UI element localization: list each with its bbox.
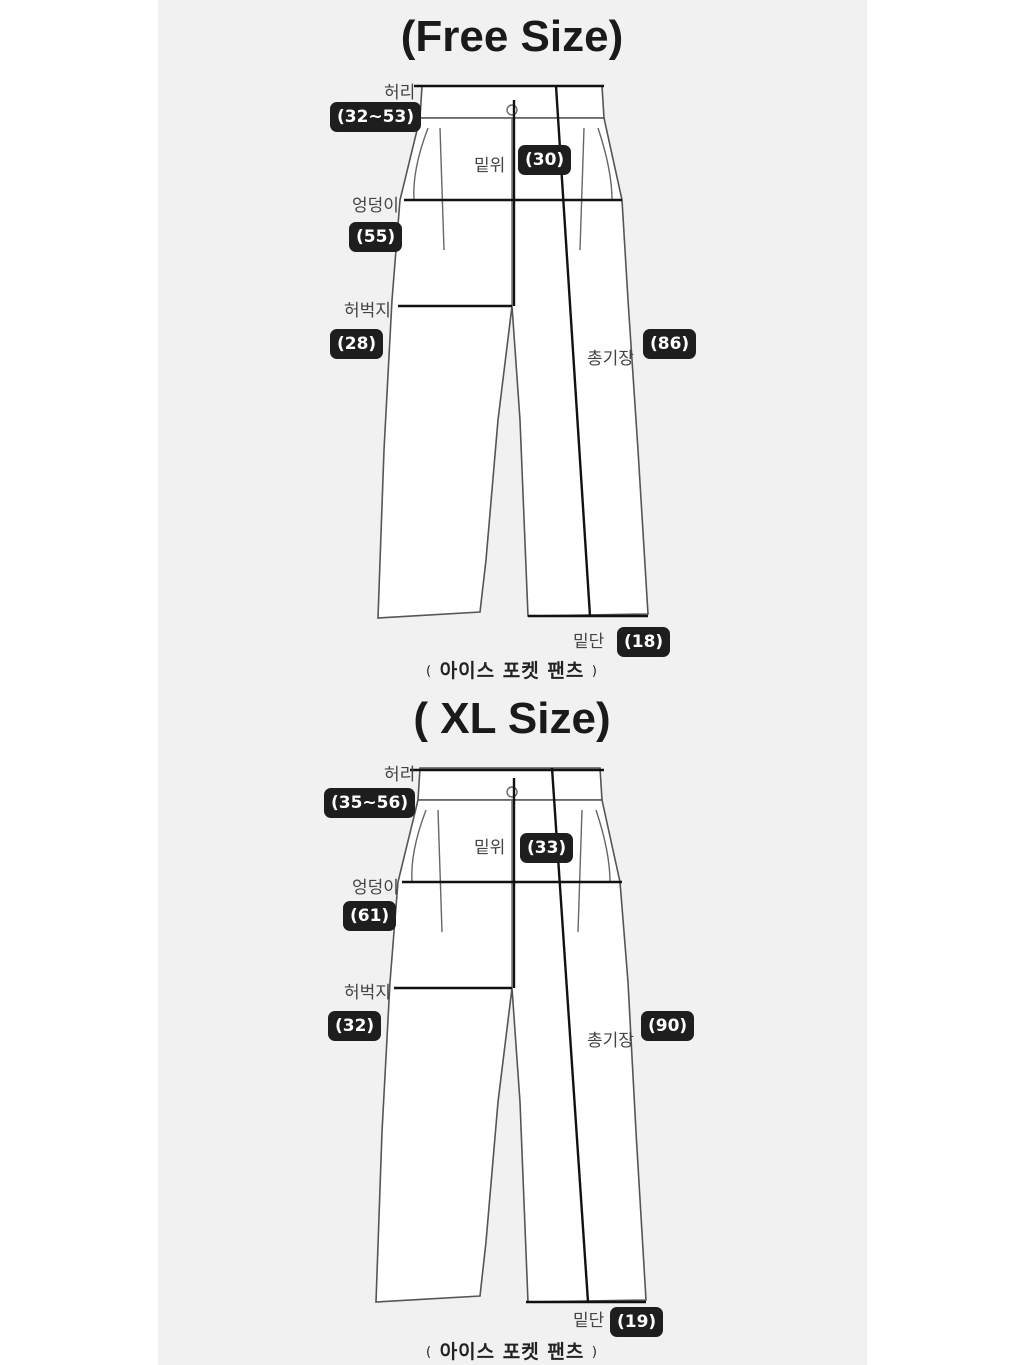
right-pleat	[579, 127, 585, 251]
button-icon	[506, 786, 518, 798]
waist-label: 허리	[384, 765, 416, 785]
hem-value: (18)	[617, 627, 671, 657]
caption-text: 아이스 포켓 팬츠	[439, 660, 585, 682]
thigh-label: 허벅지	[344, 301, 391, 321]
xl-size-title: ( XL Size)	[413, 694, 611, 743]
caption-text: 아이스 포켓 팬츠	[439, 1341, 585, 1363]
hem-label: 밑단	[573, 632, 605, 652]
hip-value: (61)	[343, 901, 397, 931]
hip-label: 엉덩이	[352, 878, 399, 898]
product-caption: ( 아이스 포켓 팬츠 )	[426, 1341, 598, 1363]
waist-label: 허리	[384, 83, 416, 103]
hem-value: (19)	[610, 1307, 664, 1337]
thigh-label: 허벅지	[344, 983, 391, 1003]
pants-drawing	[377, 84, 649, 619]
length-value: (90)	[641, 1011, 695, 1041]
waistband-outline	[419, 85, 605, 119]
waist-value: (35~56)	[324, 788, 416, 818]
left-pocket	[411, 809, 427, 883]
waistband-outline	[417, 767, 603, 801]
xl-size-section: ( XL Size) 허리 (35~56) 밑위 (33) 엉덩이 (61) 허…	[0, 682, 1024, 1364]
length-label: 총기장	[587, 349, 634, 369]
free-size-section: (Free Size) 허리 (32~53) 밑위 (30) 엉덩이 (	[0, 0, 1024, 682]
button-icon	[506, 104, 518, 116]
hem-label: 밑단	[573, 1311, 605, 1331]
thigh-value: (32)	[328, 1011, 382, 1041]
waist-value: (32~53)	[330, 102, 422, 132]
rise-value: (33)	[520, 833, 574, 863]
length-label: 총기장	[587, 1031, 634, 1051]
left-pleat	[437, 809, 443, 933]
left-pocket	[413, 127, 429, 201]
hip-value: (55)	[349, 222, 403, 252]
pants-drawing	[375, 767, 647, 1304]
rise-label: 밑위	[474, 156, 506, 176]
right-pleat	[577, 809, 583, 933]
right-pocket	[595, 809, 611, 883]
thigh-value: (28)	[330, 329, 384, 359]
pants-outline	[375, 799, 647, 1303]
length-value: (86)	[643, 329, 697, 359]
left-pleat	[439, 127, 445, 251]
right-pocket	[597, 127, 613, 201]
hip-label: 엉덩이	[352, 196, 399, 216]
rise-label: 밑위	[474, 838, 506, 858]
product-caption: ( 아이스 포켓 팬츠 )	[426, 660, 598, 682]
free-size-title: (Free Size)	[400, 12, 624, 61]
rise-value: (30)	[518, 145, 572, 175]
